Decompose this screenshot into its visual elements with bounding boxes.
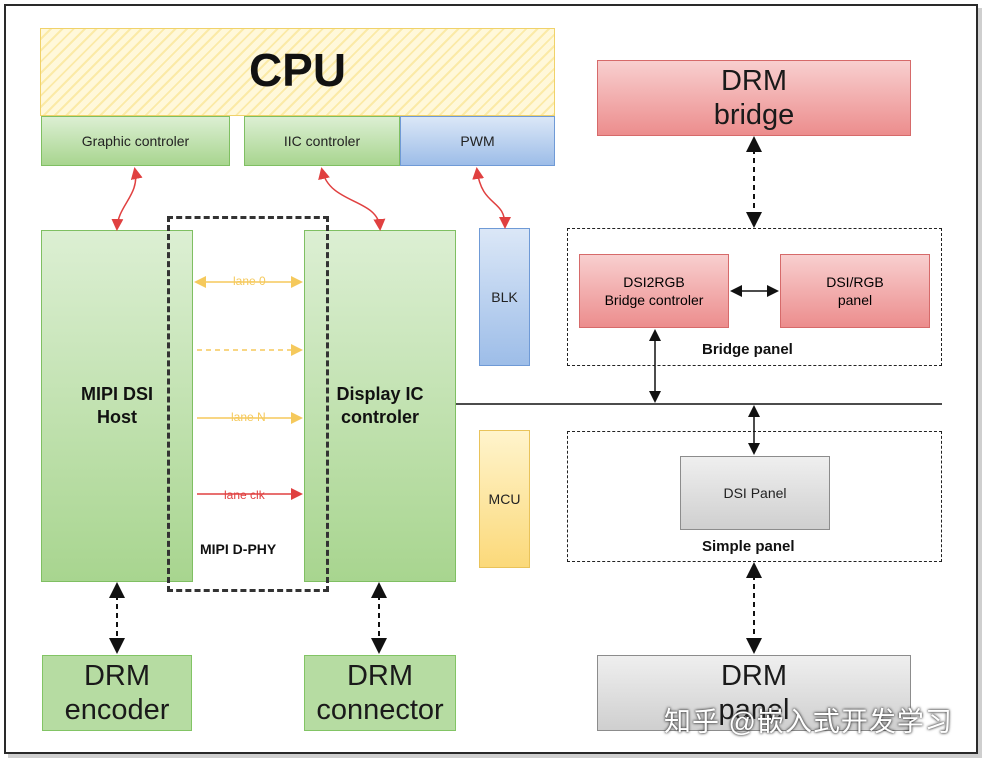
display-ic-controller-label: Display IC controler: [336, 384, 424, 427]
mcu-label: MCU: [488, 491, 521, 507]
display-ic-controller-block: Display IC controler: [304, 230, 456, 582]
drm-encoder-label: DRM encoder: [64, 660, 170, 726]
watermark-text: 知乎 @嵌入式开发学习: [664, 707, 953, 737]
bridge-panel-label: Bridge panel: [702, 341, 793, 358]
dsi-panel-block: DSI Panel: [680, 456, 830, 530]
dsi-rgb-panel-label: DSI/RGB panel: [826, 274, 884, 308]
drm-connector-block: DRM connector: [304, 655, 456, 731]
blk-block: BLK: [479, 228, 530, 366]
drm-bridge-block: DRM bridge: [597, 60, 911, 136]
mipi-dsi-host-label: MIPI DSI Host: [80, 384, 153, 427]
cpu-title: CPU: [248, 44, 347, 96]
dsi-rgb-panel-block: DSI/RGB panel: [780, 254, 930, 328]
drm-bridge-label: DRM bridge: [713, 65, 795, 131]
arrow-pwm-to-blk: [472, 167, 511, 229]
cpu-block: CPU: [40, 28, 555, 116]
mcu-block: MCU: [479, 430, 530, 568]
iic-controller-block: IIC controler: [244, 116, 400, 166]
drm-connector-label: DRM connector: [316, 660, 444, 726]
iic-controller-label: IIC controler: [283, 133, 361, 149]
graphic-controller-label: Graphic controler: [81, 133, 190, 149]
drm-panel-label: DRM panel: [718, 660, 790, 726]
bridge-panel-region: [567, 228, 942, 366]
dsi2rgb-bridge-label: DSI2RGB Bridge controler: [604, 274, 704, 308]
blk-label: BLK: [491, 289, 518, 305]
arrow-graphic-to-host: [111, 167, 143, 231]
dsi2rgb-bridge-block: DSI2RGB Bridge controler: [579, 254, 729, 328]
lane-clk-label: lane clk: [222, 488, 267, 502]
drm-encoder-block: DRM encoder: [42, 655, 192, 731]
mipi-dphy-region: [167, 216, 329, 592]
laneN-label: lane N: [229, 410, 268, 424]
mipi-dphy-label: MIPI D-PHY: [200, 541, 277, 557]
pwm-block: PWM: [400, 116, 555, 166]
simple-panel-label: Simple panel: [702, 538, 795, 555]
graphic-controller-block: Graphic controler: [41, 116, 230, 166]
pwm-label: PWM: [460, 133, 495, 149]
drm-panel-block: DRM panel: [597, 655, 911, 731]
dsi-panel-label: DSI Panel: [723, 485, 787, 501]
arrow-iic-to-display-ic: [318, 167, 386, 231]
